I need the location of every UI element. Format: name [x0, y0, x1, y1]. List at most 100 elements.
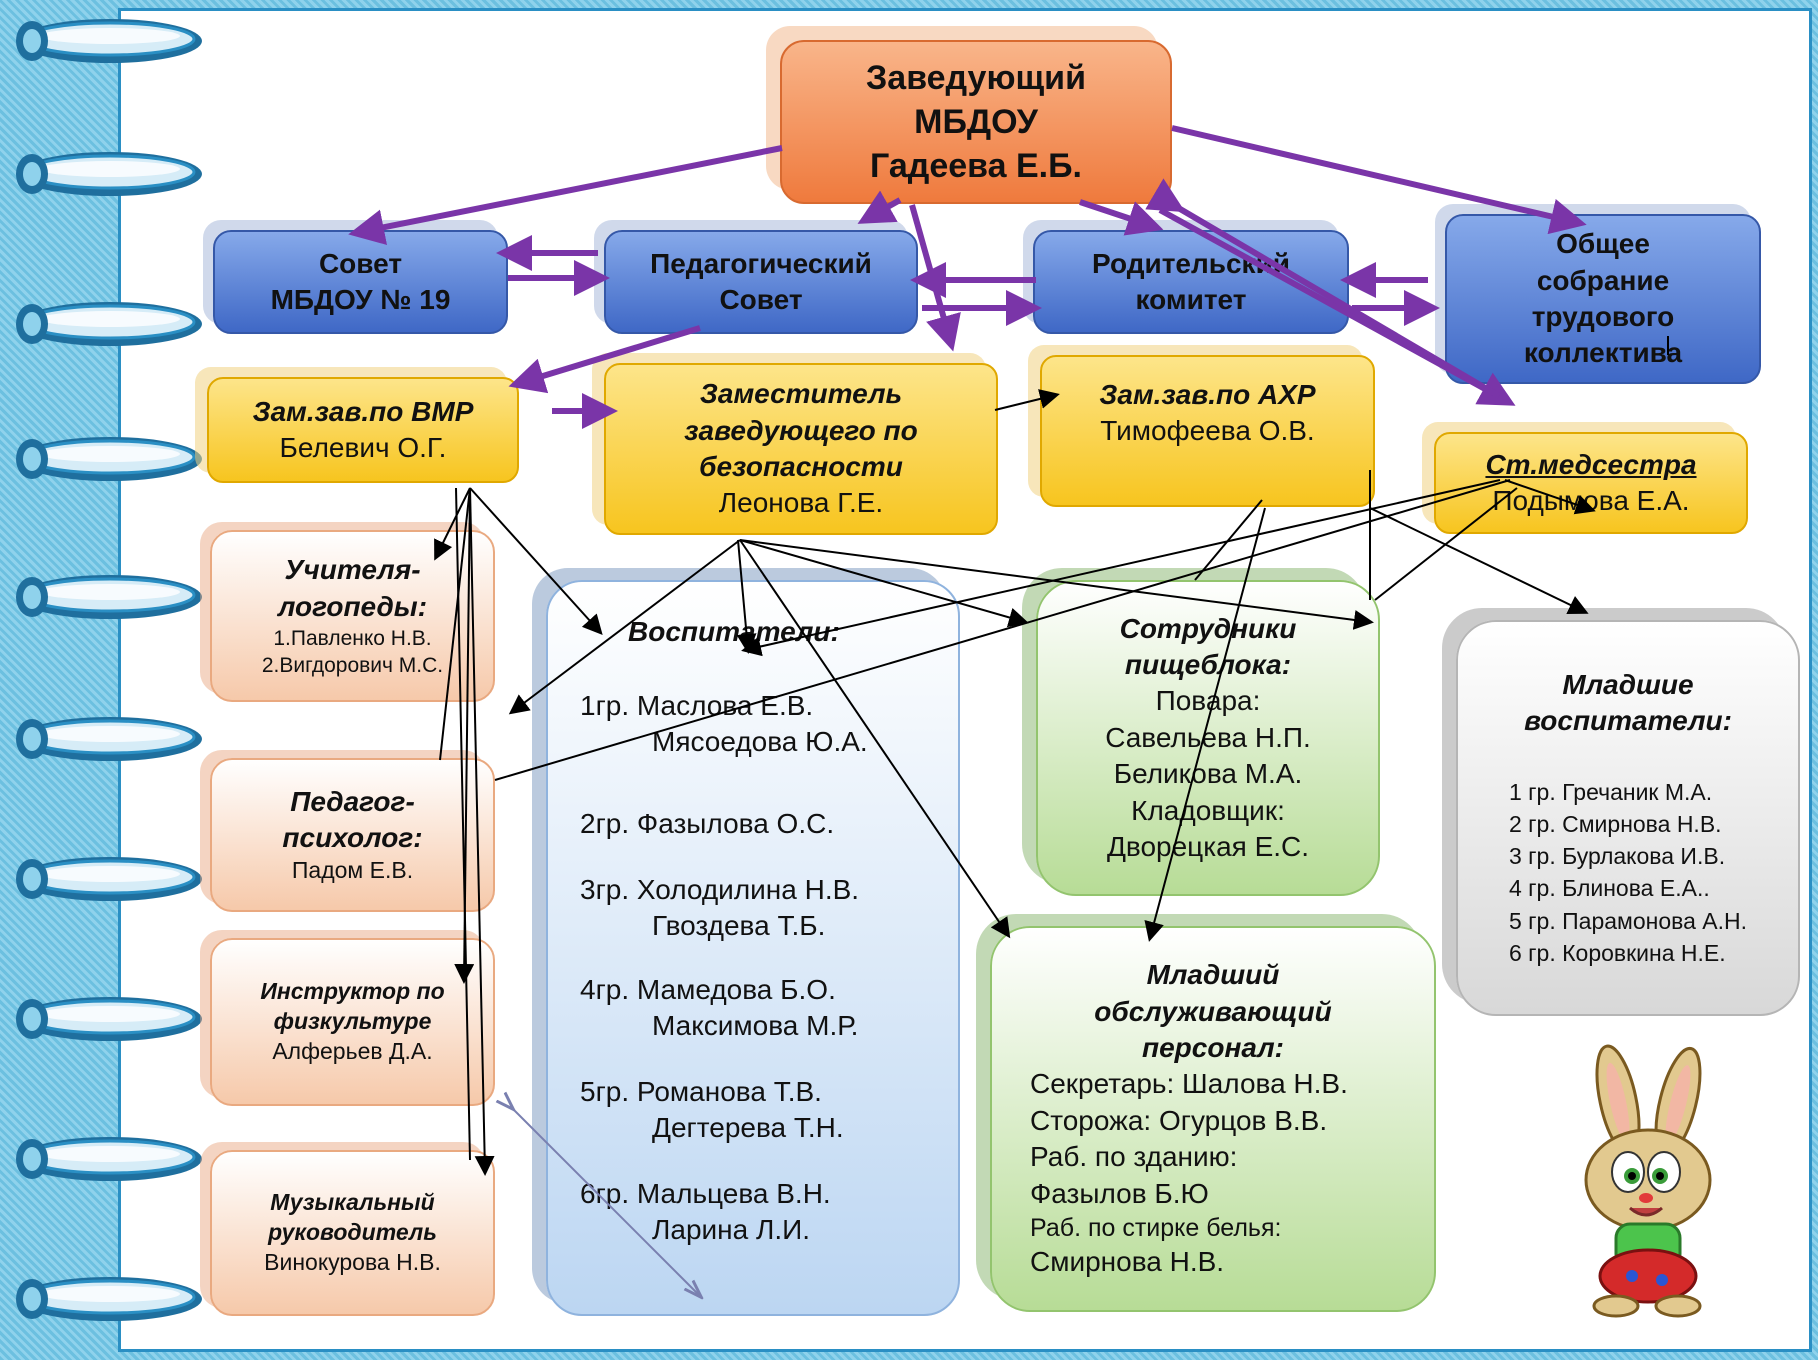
- obshchee-line-3: трудового: [1531, 301, 1675, 332]
- muz-title-2: руководитель: [268, 1219, 437, 1246]
- binder-ring-icon: [16, 152, 202, 196]
- pishcheblok-title-2: пищеблока:: [1124, 649, 1292, 681]
- psiholog-name: Падом Е.В.: [291, 857, 414, 884]
- vosp-g5-line1: 5гр. Романова Т.В.: [580, 1076, 822, 1107]
- mladshie-line-6: 6 гр. Коровкина Н.Е.: [1508, 939, 1726, 966]
- mladshie-vosp-box: Младшие воспитатели: 1 гр. Гречаник М.А.…: [1456, 620, 1800, 1016]
- vospitateli-title: Воспитатели:: [628, 616, 840, 647]
- mop-line-1: Секретарь: Шалова Н.В.: [1030, 1068, 1348, 1100]
- sovet-line-1: Совет: [318, 247, 403, 279]
- vosp-g4-line2: Максимова М.Р.: [652, 1010, 859, 1042]
- head-line-1: Заведующий: [865, 58, 1086, 97]
- vosp-g6-line2: Ларина Л.И.: [652, 1214, 811, 1246]
- vospitateli-group-4: 4гр. Мамедова Б.О. Максимова М.Р.: [580, 972, 858, 1045]
- vospitateli-group-3: 3гр. Холодилина Н.В. Гвоздева Т.Б.: [580, 872, 859, 945]
- binder-ring-icon: [16, 857, 202, 901]
- fizo-box: Инструктор по физкультуре Алферьев Д.А.: [210, 938, 495, 1106]
- logopedy-name-1: 1.Павленко Н.В.: [273, 627, 432, 651]
- vosp-g5-line2: Дегтерева Т.Н.: [652, 1112, 844, 1144]
- psiholog-title-1: Педагог-: [290, 785, 415, 817]
- zam-bez-name: Леонова Г.Е.: [718, 487, 884, 519]
- obshchee-box: Общее собрание трудового коллектива: [1445, 214, 1761, 384]
- zam-vmr-title: Зам.зав.по ВМР: [252, 395, 474, 427]
- zam-vmr-box: Зам.зав.по ВМР Белевич О.Г.: [207, 377, 519, 483]
- rod-komitet-line-1: Родительский: [1092, 247, 1290, 279]
- zam-bez-title-1: Заместитель: [699, 378, 903, 410]
- binder-ring-icon: [16, 1277, 202, 1321]
- mladshie-line-5: 5 гр. Парамонова А.Н.: [1508, 907, 1748, 934]
- vosp-g3-line2: Гвоздева Т.Б.: [652, 910, 826, 942]
- zam-bez-title-3: безопасности: [699, 451, 903, 482]
- zam-ahr-box: Зам.зав.по АХР Тимофеева О.В.: [1040, 355, 1375, 507]
- pishcheblok-line-1: Повара:: [1155, 685, 1261, 717]
- head-line-3: Гадеева Е.Б.: [870, 147, 1082, 186]
- psiholog-title-2: психолог:: [282, 822, 423, 854]
- muz-box: Музыкальный руководитель Винокурова Н.В.: [210, 1150, 495, 1316]
- mop-title-3: персонал:: [1141, 1031, 1285, 1063]
- zam-vmr-name: Белевич О.Г.: [279, 432, 447, 463]
- binder-ring-icon: [16, 1137, 202, 1181]
- medsestra-box: Ст.медсестра Подымова Е.А.: [1434, 432, 1748, 534]
- rod-komitet-box: Родительский комитет: [1033, 230, 1349, 334]
- rod-komitet-line-2: комитет: [1135, 284, 1247, 315]
- binder-ring-icon: [16, 302, 202, 346]
- ped-sovet-line-2: Совет: [719, 284, 803, 315]
- head-line-2: МБДОУ: [914, 102, 1038, 141]
- logopedy-name-2: 2.Вигдорович М.С.: [261, 654, 444, 678]
- zam-bez-title-2: заведующего по: [684, 414, 918, 446]
- mladshie-line-2: 2 гр. Смирнова Н.В.: [1508, 811, 1722, 838]
- vosp-g4-line1: 4гр. Мамедова Б.О.: [580, 974, 836, 1005]
- vosp-g1-line1: 1гр. Маслова Е.В.: [580, 690, 814, 721]
- mladshie-title-1: Младшие: [1562, 669, 1694, 701]
- mop-title-2: обслуживающий: [1094, 995, 1332, 1027]
- zam-bez-box: Заместитель заведующего по безопасности …: [604, 363, 998, 535]
- mladshie-list: 1 гр. Гречаник М.А. 2 гр. Смирнова Н.В. …: [1509, 776, 1747, 969]
- fizo-title-1: Инструктор по: [260, 978, 445, 1005]
- mop-box: Младший обслуживающий персонал: Секретар…: [990, 926, 1436, 1312]
- pishcheblok-line-2: Савельева Н.П.: [1105, 721, 1311, 753]
- pishcheblok-title-1: Сотрудники: [1119, 612, 1297, 644]
- mop-line-4: Фазылов Б.Ю: [1030, 1177, 1209, 1209]
- pishcheblok-line-4: Кладовщик:: [1131, 794, 1285, 826]
- medsestra-title: Ст.медсестра: [1485, 448, 1697, 480]
- vosp-g3-line1: 3гр. Холодилина Н.В.: [580, 874, 860, 905]
- psiholog-box: Педагог- психолог: Падом Е.В.: [210, 758, 495, 912]
- fizo-title-2: физкультуре: [273, 1008, 432, 1035]
- obshchee-line-1: Общее: [1556, 228, 1650, 260]
- binder-ring-icon: [16, 575, 202, 619]
- mladshie-line-1: 1 гр. Гречаник М.А.: [1508, 778, 1713, 805]
- fizo-name: Алферьев Д.А.: [272, 1037, 433, 1064]
- vosp-g6-line1: 6гр. Мальцева В.Н.: [580, 1178, 831, 1209]
- logopedy-title-1: Учителя-: [284, 554, 421, 586]
- mop-line-5: Раб. по стирке белья:: [1030, 1213, 1282, 1242]
- vospitateli-group-6: 6гр. Мальцева В.Н. Ларина Л.И.: [580, 1176, 831, 1249]
- mladshie-line-3: 3 гр. Бурлакова И.В.: [1508, 843, 1726, 870]
- mop-line-6: Смирнова Н.В.: [1030, 1246, 1225, 1278]
- binder-ring-icon: [16, 437, 202, 481]
- logopedy-box: Учителя- логопеды: 1.Павленко Н.В. 2.Виг…: [210, 530, 495, 702]
- medsestra-name: Подымова Е.А.: [1492, 485, 1690, 516]
- pishcheblok-line-3: Беликова М.А.: [1113, 758, 1303, 790]
- logopedy-title-2: логопеды:: [277, 590, 428, 622]
- binder-ring-icon: [16, 717, 202, 761]
- vospitateli-group-2: 2гр. Фазылова О.С.: [580, 806, 834, 842]
- mladshie-line-4: 4 гр. Блинова Е.А..: [1508, 875, 1710, 902]
- mop-line-2: Сторожа: Огурцов В.В.: [1030, 1104, 1328, 1136]
- mop-title-1: Младший: [1146, 959, 1280, 991]
- vospitateli-group-5: 5гр. Романова Т.В. Дегтерева Т.Н.: [580, 1074, 844, 1147]
- vosp-g2-line1: 2гр. Фазылова О.С.: [580, 808, 835, 839]
- zam-ahr-title: Зам.зав.по АХР: [1099, 379, 1316, 410]
- binder-ring-icon: [16, 997, 202, 1041]
- muz-name: Винокурова Н.В.: [264, 1248, 441, 1275]
- vospitateli-group-1: 1гр. Маслова Е.В. Мясоедова Ю.А.: [580, 688, 868, 761]
- sovet-line-2: МБДОУ № 19: [270, 284, 451, 315]
- mop-list: Секретарь: Шалова Н.В. Сторожа: Огурцов …: [992, 1066, 1348, 1280]
- obshchee-line-2: собрание: [1536, 264, 1670, 296]
- obshchee-line-4: коллектива: [1523, 337, 1683, 369]
- pishcheblok-box: Сотрудники пищеблока: Повара: Савельева …: [1036, 580, 1380, 896]
- ped-sovet-line-1: Педагогический: [650, 247, 872, 279]
- sovet-box: Совет МБДОУ № 19: [213, 230, 508, 334]
- binder-ring-icon: [16, 19, 202, 63]
- zam-ahr-name: Тимофеева О.В.: [1100, 415, 1315, 447]
- head-box: Заведующий МБДОУ Гадеева Е.Б.: [780, 40, 1172, 204]
